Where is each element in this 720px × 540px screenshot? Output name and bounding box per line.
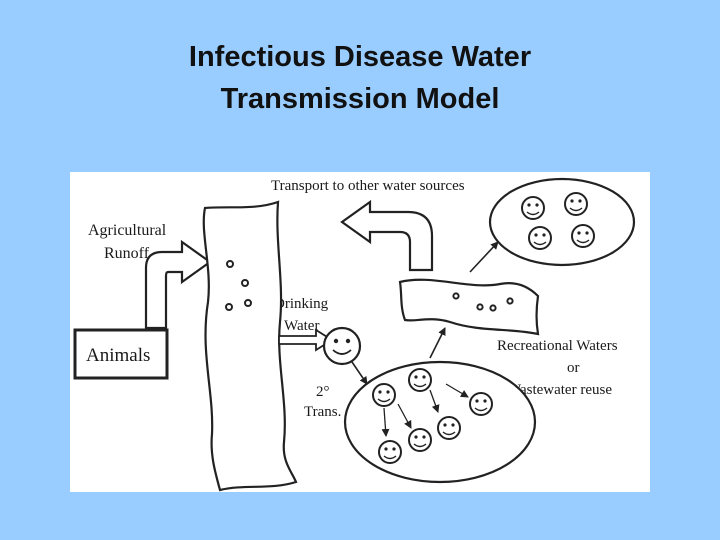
runoff-label: Runoff	[104, 245, 150, 262]
pathogen-dot	[241, 279, 249, 287]
smiley-icon	[528, 226, 552, 250]
smiley-icon	[408, 428, 432, 452]
recreational-up-arrow	[429, 327, 446, 359]
pathogen-dot	[244, 299, 252, 307]
water-label: Water	[284, 318, 319, 334]
smiley-icon	[408, 368, 432, 392]
slide-title: Infectious Disease Water Transmission Mo…	[0, 36, 720, 120]
pathogen-dot	[476, 303, 484, 311]
downstream-population-ellipse	[488, 177, 636, 267]
smiley-icon	[437, 416, 461, 440]
pathogen-dot	[506, 297, 514, 305]
secondary-transmission-arrow	[351, 361, 368, 385]
spread-arrow	[381, 407, 390, 437]
runoff-arrow	[144, 239, 212, 330]
title-line-1: Infectious Disease Water	[188, 41, 532, 73]
secondary-label: 2°	[316, 384, 330, 400]
title-line-2: Transmission Model	[220, 83, 500, 115]
spread-arrow	[445, 383, 469, 398]
smiley-icon	[469, 392, 493, 416]
smiley-icon	[564, 192, 588, 216]
recreational-label: Recreational Waters	[497, 338, 618, 354]
animals-label: Animals	[86, 345, 150, 366]
pathogen-dot	[226, 260, 234, 268]
pathogen-dot	[452, 292, 460, 300]
wastewater-label: Wastewater reuse	[507, 382, 612, 398]
diagram-panel: Transport to other water sources Agricul…	[70, 172, 650, 492]
pathogen-dot	[489, 304, 497, 312]
river-shape	[202, 200, 298, 492]
transmission-diagram: Transport to other water sources Agricul…	[73, 177, 636, 492]
transport-up-arrow	[469, 241, 499, 273]
agricultural-label: Agricultural	[88, 222, 167, 239]
spread-arrow	[397, 403, 412, 429]
spread-arrow	[429, 389, 440, 413]
smiley-icon	[521, 196, 545, 220]
smiley-icon	[571, 224, 595, 248]
transport-arrow	[340, 199, 434, 272]
transport-label: Transport to other water sources	[271, 178, 465, 194]
or-label: or	[567, 360, 580, 376]
smiley-icon	[372, 383, 396, 407]
pathogen-dot	[225, 303, 233, 311]
trans-label: Trans.	[304, 404, 341, 420]
smiley-icon	[378, 440, 402, 464]
person-smiley-icon	[322, 326, 362, 366]
recreational-water-shape	[398, 278, 540, 336]
animals-box	[73, 328, 169, 380]
drinking-label: Drinking	[274, 296, 329, 312]
